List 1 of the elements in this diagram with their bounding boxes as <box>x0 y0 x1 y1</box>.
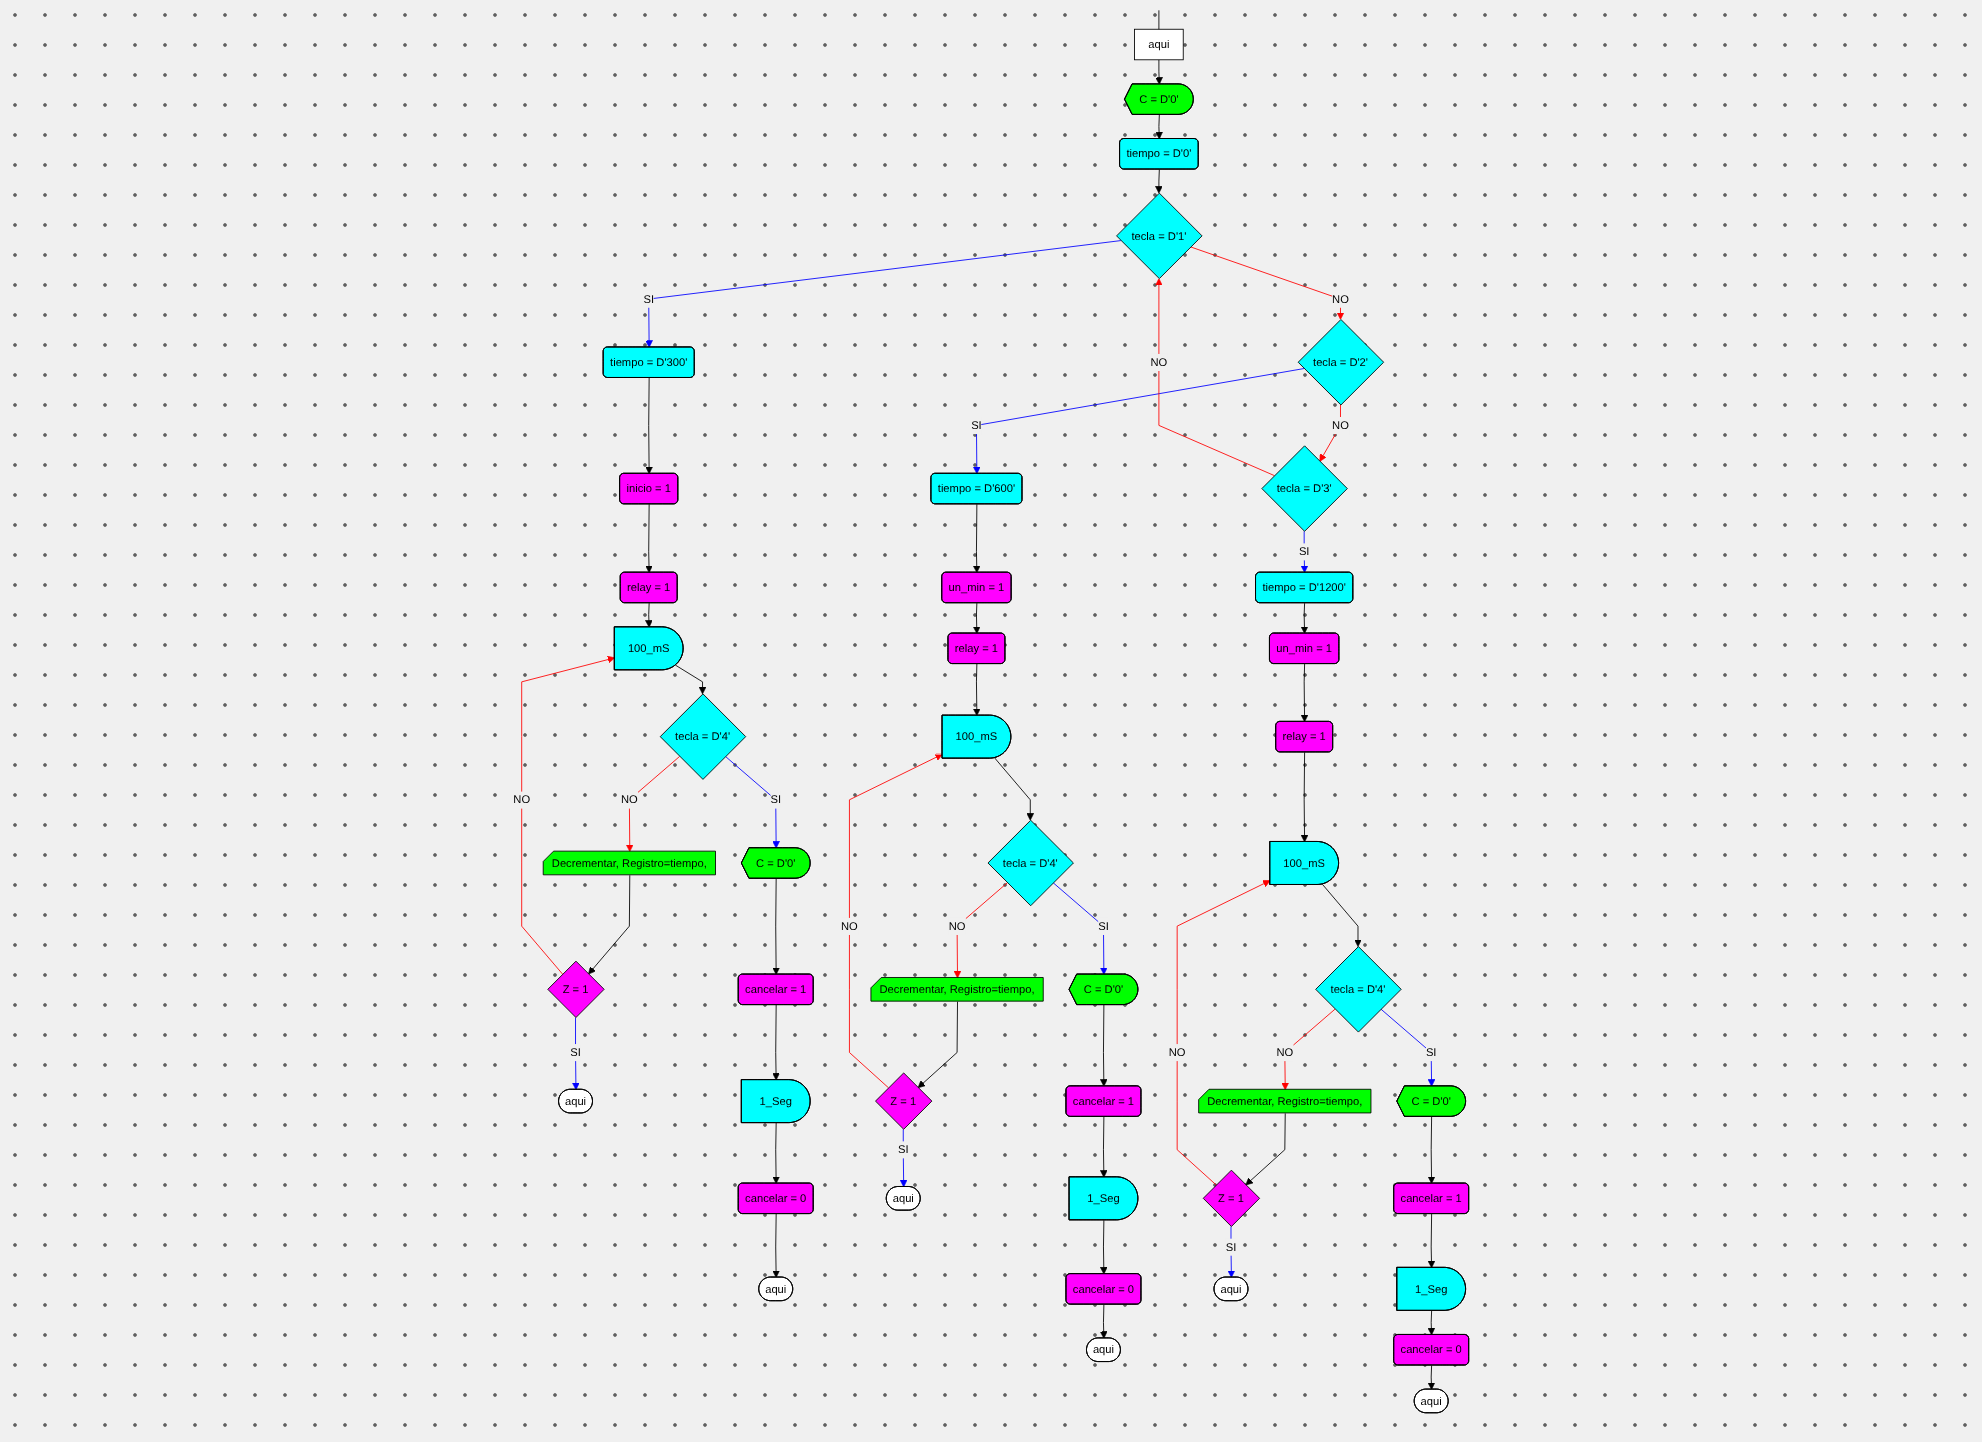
connector-line <box>1158 9 1160 30</box>
